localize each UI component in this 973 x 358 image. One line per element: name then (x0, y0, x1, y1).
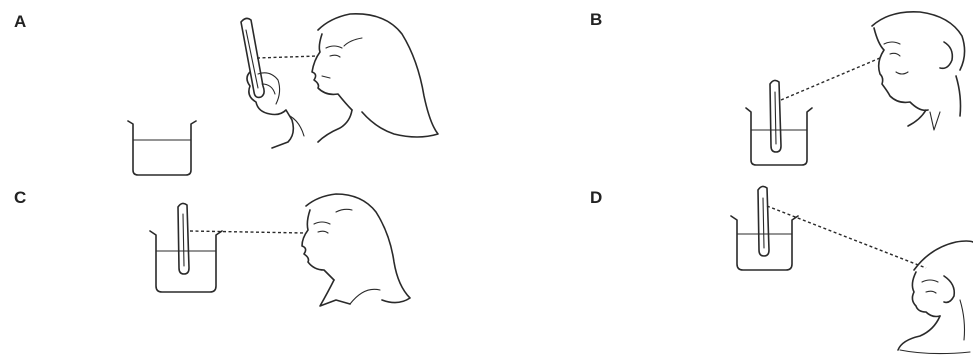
panel-b-beaker (746, 108, 812, 165)
panel-c-sight-line (190, 231, 305, 233)
panel-d-illustration (731, 186, 973, 353)
panel-a-thermometer (241, 18, 264, 97)
panel-d-sight-line (767, 206, 926, 268)
panel-a-sight-line (257, 56, 318, 58)
panel-a-beaker (128, 121, 196, 175)
panel-a-hand (247, 72, 304, 148)
panel-b-sight-line (781, 58, 880, 100)
panel-b-thermometer (770, 80, 781, 152)
panel-c-thermometer (178, 203, 189, 274)
panel-a-face (312, 14, 438, 142)
panel-c-face (302, 194, 410, 306)
panel-d-thermometer (758, 186, 769, 256)
panel-c-illustration (150, 194, 410, 306)
panel-d-face (898, 241, 973, 354)
panel-b-illustration (746, 12, 965, 165)
panel-b-face (872, 12, 965, 130)
panel-a-illustration (128, 14, 438, 175)
panel-d-beaker (731, 216, 798, 270)
panel-c-beaker (150, 231, 222, 292)
